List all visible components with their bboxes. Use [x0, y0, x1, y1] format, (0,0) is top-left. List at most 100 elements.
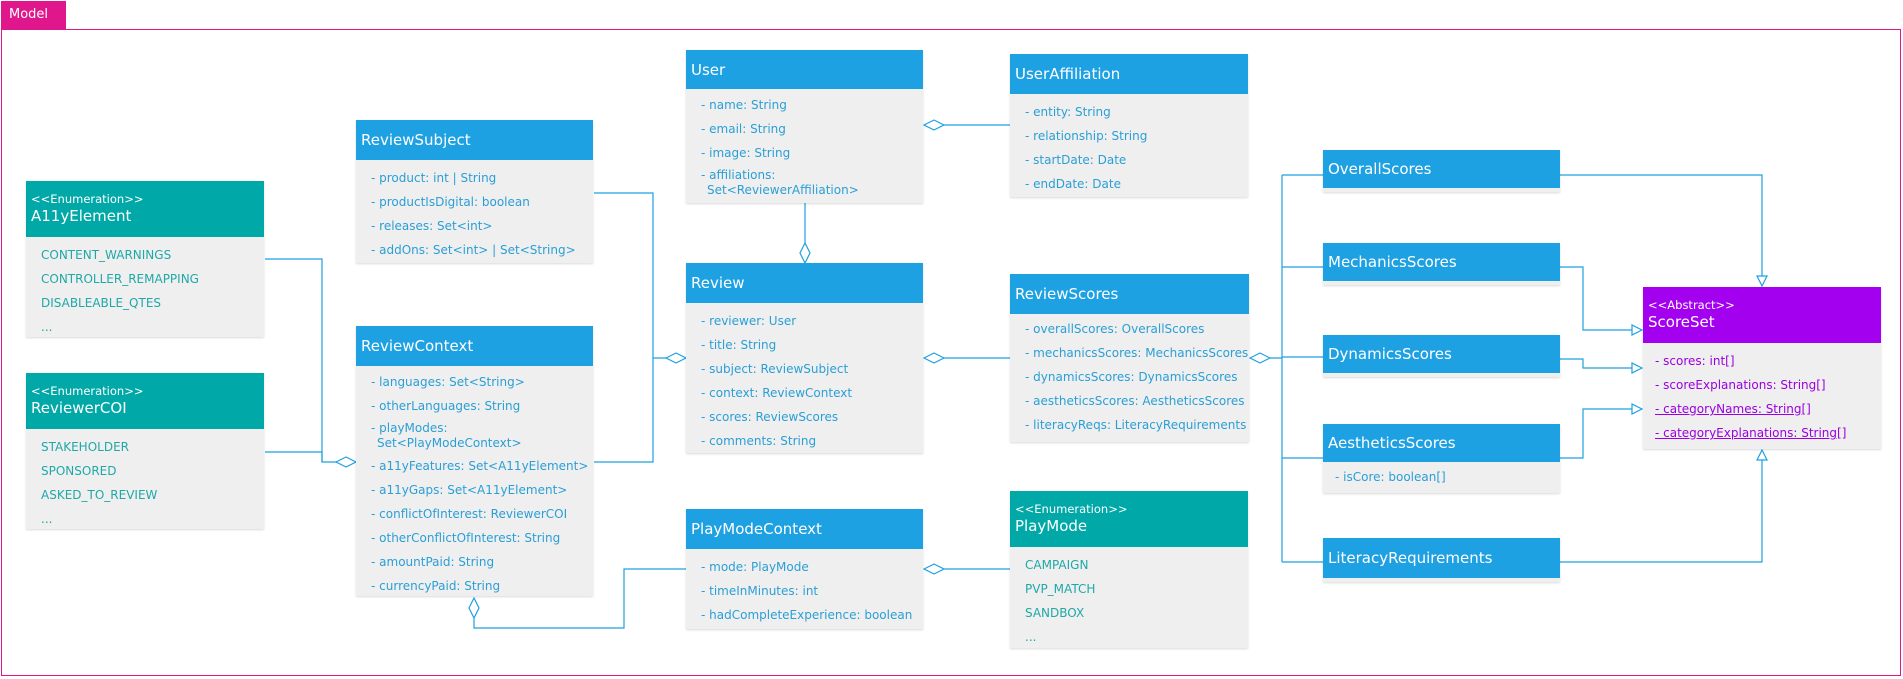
- enum-literal: CONTENT_WARNINGS: [41, 248, 172, 262]
- reviewsubject-class[interactable]: ReviewSubject - product: int | String - …: [356, 120, 593, 263]
- class-name: PlayModeContext: [691, 520, 822, 538]
- class-name: ScoreSet: [1648, 313, 1715, 331]
- class-name: ReviewContext: [361, 337, 474, 355]
- class-name: User: [691, 60, 726, 79]
- attribute: - addOns: Set<int> | Set<String>: [371, 243, 576, 257]
- dynamicsscores-class[interactable]: DynamicsScores: [1323, 335, 1560, 377]
- attribute: - currencyPaid: String: [371, 579, 501, 593]
- reviewscores-class[interactable]: ReviewScores - overallScores: OverallSco…: [1010, 274, 1249, 442]
- reviewercoi-to-reviewcontext-line: [265, 451, 323, 462]
- attribute: - subject: ReviewSubject: [701, 362, 849, 376]
- attribute: - overallScores: OverallScores: [1025, 322, 1205, 336]
- enum-literal: ASKED_TO_REVIEW: [41, 488, 158, 502]
- static-attribute: - categoryExplanations: String[]: [1655, 426, 1847, 440]
- attribute: - affiliations:: [701, 168, 776, 182]
- mechanicsscores-to-scoreset-line: [1560, 266, 1632, 331]
- class-name: AestheticsScores: [1328, 434, 1456, 452]
- reviewcontext-aggregation-diamond: [334, 456, 358, 468]
- attribute: - entity: String: [1025, 105, 1111, 119]
- attribute: - productIsDigital: boolean: [371, 195, 530, 209]
- stereotype-label: <<Enumeration>>: [31, 384, 144, 398]
- literacyrequirements-to-scoreset-line: [1560, 460, 1763, 563]
- attribute: - otherLanguages: String: [371, 399, 521, 413]
- a11yelement-enum[interactable]: <<Enumeration>> A11yElement CONTENT_WARN…: [26, 181, 264, 337]
- attribute: - timeInMinutes: int: [701, 584, 819, 598]
- attribute: - scores: ReviewScores: [701, 410, 839, 424]
- scoreset-abstract-class[interactable]: <<Abstract>> ScoreSet - scores: int[] - …: [1643, 287, 1881, 449]
- literacyrequirements-class[interactable]: LiteracyRequirements: [1323, 538, 1560, 582]
- attribute: - aestheticsScores: AestheticsScores: [1025, 394, 1245, 408]
- attribute-type-continuation: Set<ReviewerAffiliation>: [707, 183, 859, 197]
- overallscores-to-scoreset-line: [1560, 174, 1763, 276]
- stereotype-label: <<Enumeration>>: [31, 192, 144, 206]
- playmodecontext-to-reviewcontext-line: [473, 568, 686, 629]
- overallscores-class[interactable]: OverallScores: [1323, 150, 1560, 192]
- attribute: - mechanicsScores: MechanicsScores: [1025, 346, 1249, 360]
- reviewcontext-class[interactable]: ReviewContext - languages: Set<String> -…: [356, 326, 593, 596]
- class-name: UserAffiliation: [1015, 65, 1121, 83]
- class-name: DynamicsScores: [1328, 345, 1452, 363]
- class-name: LiteracyRequirements: [1328, 549, 1493, 567]
- aestheticsscores-class[interactable]: AestheticsScores - isCore: boolean[]: [1323, 424, 1560, 493]
- attribute-type-continuation: Set<PlayModeContext>: [377, 436, 522, 450]
- model-frame-label: Model: [1, 1, 66, 29]
- class-name: A11yElement: [31, 207, 132, 225]
- attribute: - releases: Set<int>: [371, 219, 493, 233]
- attribute: - email: String: [701, 122, 786, 136]
- attribute: - image: String: [701, 146, 791, 160]
- enum-literal: STAKEHOLDER: [41, 440, 129, 454]
- enum-literal: DISABLEABLE_QTES: [41, 296, 162, 310]
- class-name: ReviewScores: [1015, 285, 1119, 303]
- attribute: - name: String: [701, 98, 787, 112]
- enum-literal: ...: [41, 320, 53, 334]
- attribute: - dynamicsScores: DynamicsScores: [1025, 370, 1238, 384]
- playmodecontext-aggregation-diamond: [922, 563, 946, 575]
- class-name: OverallScores: [1328, 160, 1432, 178]
- model-frame: [1, 29, 1901, 676]
- enum-literal: SANDBOX: [1025, 606, 1085, 620]
- reviewscores-aggregation-diamond: [1248, 352, 1272, 364]
- stereotype-label: <<Abstract>>: [1648, 298, 1735, 312]
- review-scores-aggregation-diamond: [922, 352, 946, 364]
- reviewsubject-to-review-line: [594, 192, 686, 359]
- attribute: - endDate: Date: [1025, 177, 1121, 191]
- enum-literal: ...: [1025, 630, 1037, 644]
- attribute: - playModes:: [371, 421, 448, 435]
- attribute: - comments: String: [701, 434, 817, 448]
- attribute: - otherConflictOfInterest: String: [371, 531, 561, 545]
- playmodecontext-class[interactable]: PlayModeContext - mode: PlayMode - timeI…: [686, 509, 923, 629]
- attribute: - startDate: Date: [1025, 153, 1127, 167]
- attribute: - relationship: String: [1025, 129, 1148, 143]
- dynamicsscores-to-scoreset-line: [1560, 358, 1632, 369]
- useraffiliation-class[interactable]: UserAffiliation - entity: String - relat…: [1010, 54, 1248, 197]
- attribute: - languages: Set<String>: [371, 375, 525, 389]
- stereotype-label: <<Enumeration>>: [1015, 502, 1128, 516]
- class-name: Review: [691, 274, 745, 292]
- user-aggregation-diamond: [922, 119, 946, 131]
- attribute: - isCore: boolean[]: [1335, 470, 1446, 484]
- enum-literal: PVP_MATCH: [1025, 582, 1096, 596]
- class-name: ReviewSubject: [361, 131, 471, 149]
- reviewercoi-enum[interactable]: <<Enumeration>> ReviewerCOI STAKEHOLDER …: [26, 373, 264, 529]
- attribute: - mode: PlayMode: [701, 560, 809, 574]
- review-user-aggregation-diamond: [799, 241, 811, 265]
- reviewcontext-to-review-line: [594, 358, 654, 463]
- attribute: - scores: int[]: [1655, 354, 1735, 368]
- review-class[interactable]: Review - reviewer: User - title: String …: [686, 263, 923, 453]
- aestheticsscores-to-scoreset-line: [1560, 408, 1632, 459]
- user-class[interactable]: User - name: String - email: String - im…: [686, 50, 923, 203]
- class-name: MechanicsScores: [1328, 253, 1457, 271]
- mechanicsscores-class[interactable]: MechanicsScores: [1323, 243, 1560, 285]
- review-aggregation-diamond: [664, 352, 688, 364]
- attribute: - scoreExplanations: String[]: [1655, 378, 1826, 392]
- enum-literal: SPONSORED: [41, 464, 117, 478]
- static-attribute: - categoryNames: String[]: [1655, 402, 1811, 416]
- attribute: - product: int | String: [371, 171, 497, 185]
- attribute: - conflictOfInterest: ReviewerCOI: [371, 507, 568, 521]
- playmode-enum[interactable]: <<Enumeration>> PlayMode CAMPAIGN PVP_MA…: [1010, 491, 1248, 648]
- attribute: - context: ReviewContext: [701, 386, 853, 400]
- attribute: - a11yGaps: Set<A11yElement>: [371, 483, 568, 497]
- attribute: - hadCompleteExperience: boolean: [701, 608, 913, 622]
- attribute: - amountPaid: String: [371, 555, 495, 569]
- enum-literal: CAMPAIGN: [1025, 558, 1089, 572]
